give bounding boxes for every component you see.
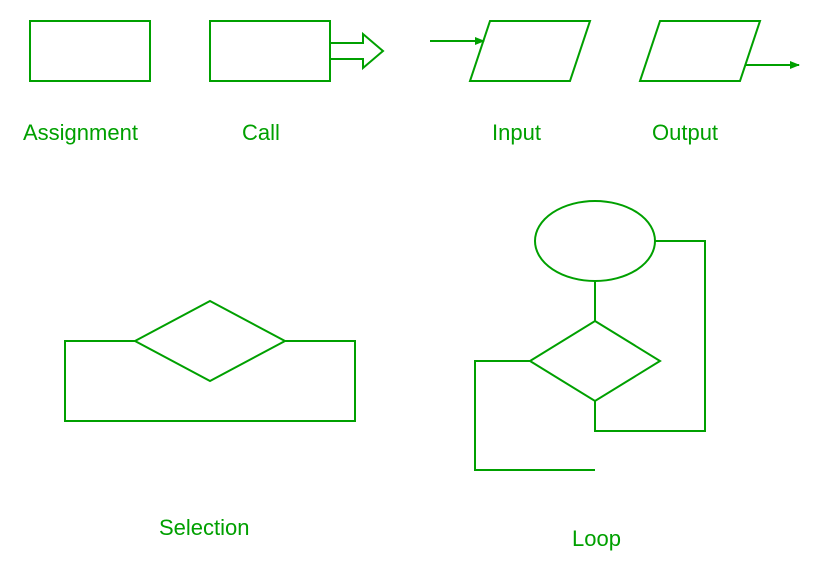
assignment-label: Assignment — [23, 120, 138, 145]
output-label: Output — [652, 120, 719, 145]
selection-frame — [64, 340, 356, 422]
loop-exit-path — [474, 360, 595, 471]
call-label: Call — [242, 120, 280, 145]
loop-label: Loop — [572, 526, 621, 551]
call-hollow-arrow — [330, 31, 385, 71]
call-rectangle — [209, 20, 331, 82]
loop-ellipse — [534, 200, 656, 282]
selection-label: Selection — [159, 515, 250, 540]
output-parallelogram — [638, 20, 762, 82]
assignment-rectangle — [29, 20, 151, 82]
selection-diamond — [132, 299, 288, 383]
input-parallelogram — [468, 20, 592, 82]
loop-diamond — [528, 319, 662, 403]
loop-return-path — [594, 240, 706, 432]
input-label: Input — [492, 120, 541, 145]
